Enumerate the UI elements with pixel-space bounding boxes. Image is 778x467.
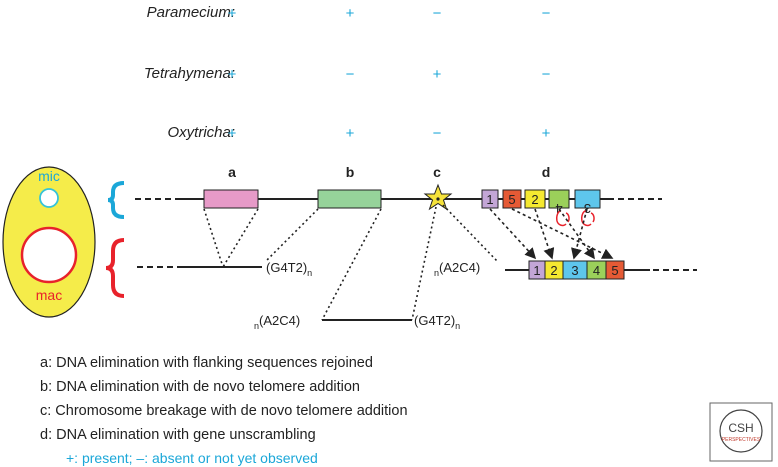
column-label-d: d — [542, 164, 551, 180]
mic-label: mic — [38, 168, 60, 184]
mic-segment-3-inverted — [574, 189, 601, 209]
mic-segment-4-inverted — [548, 189, 570, 209]
legend-item-b: b: DNA elimination with de novo telomere… — [40, 379, 360, 395]
mac-segment-1-label: 1 — [533, 263, 540, 278]
telomere-label-b: (G4T2)n — [266, 260, 312, 278]
column-labels: a b c d — [228, 164, 550, 180]
logo-circle — [719, 409, 763, 453]
eliminated-segment-b — [317, 189, 382, 209]
species-label-oxytricha: Oxytricha: — [167, 124, 235, 141]
mark-oxytricha-d: + — [542, 125, 551, 142]
logo-main-text: CSH — [728, 421, 753, 435]
ciliate-cell: mic mac — [2, 166, 96, 318]
macronucleus — [20, 226, 78, 284]
mark-paramecium-c: − — [433, 5, 442, 22]
species-table: Paramecium: + + − − Tetrahymena: + − + −… — [144, 4, 551, 142]
mic-bracket — [107, 181, 125, 219]
species-label-tetrahymena: Tetrahymena: — [144, 65, 235, 82]
mac-unscrambled-segments: 1 2 3 4 5 — [528, 260, 625, 280]
telomere-label-b-fragment: n(A2C4) — [254, 313, 300, 331]
telomere-label-c-right: n(A2C4) — [434, 260, 480, 278]
species-label-paramecium: Paramecium: — [147, 4, 235, 21]
inversion-loops — [556, 210, 595, 227]
unscrambling-arrows — [489, 208, 614, 260]
mac-segment-5-label: 5 — [611, 263, 618, 278]
eliminated-segment-a — [203, 189, 259, 209]
breakage-point — [436, 197, 440, 201]
csh-perspectives-logo: CSH PERSPECTIVES — [709, 402, 773, 462]
mic-segment-5 — [502, 189, 522, 209]
mark-tetrahymena-c: + — [433, 66, 442, 83]
mic-segment-4-label: 4 — [555, 201, 562, 216]
legend-item-c: c: Chromosome breakage with de novo telo… — [40, 403, 408, 419]
mic-segment-5-label: 5 — [508, 192, 515, 207]
mark-tetrahymena-a: + — [228, 66, 237, 83]
column-label-b: b — [346, 164, 355, 180]
mark-paramecium-b: + — [346, 5, 355, 22]
legend-item-a: a: DNA elimination with flanking sequenc… — [40, 355, 373, 371]
logo-sub-text: PERSPECTIVES — [722, 437, 761, 443]
mic-scrambled-segments: 1 5 2 4 3 — [481, 189, 601, 216]
mark-paramecium-d: − — [542, 5, 551, 22]
mark-oxytricha-c: − — [433, 125, 442, 142]
legend-key: +: present; –: absent or not yet observe… — [66, 450, 318, 466]
mic-segment-2 — [524, 189, 546, 209]
mac-label: mac — [36, 287, 62, 303]
micronucleus — [39, 188, 59, 208]
mark-oxytricha-b: + — [346, 125, 355, 142]
mark-tetrahymena-b: − — [346, 66, 355, 83]
mic-segment-3-label: 3 — [584, 201, 591, 216]
mic-segment-1 — [481, 189, 499, 209]
mark-paramecium-a: + — [228, 5, 237, 22]
mic-segment-1-label: 1 — [486, 192, 493, 207]
column-label-a: a — [228, 164, 236, 180]
mark-tetrahymena-d: − — [542, 66, 551, 83]
legend-item-d: d: DNA elimination with gene unscramblin… — [40, 427, 316, 443]
rearrangement-connectors — [203, 204, 499, 321]
telomere-label-c-fragment: (G4T2)n — [414, 313, 460, 331]
legend: a: DNA elimination with flanking sequenc… — [40, 355, 408, 466]
mark-oxytricha-a: + — [228, 125, 237, 142]
chromosome-breakage-site-star — [423, 183, 453, 211]
column-label-c: c — [433, 164, 441, 180]
mac-segment-3-label: 3 — [571, 263, 578, 278]
mac-segment-2-label: 2 — [550, 263, 557, 278]
mac-segment-4-label: 4 — [593, 263, 600, 278]
mac-segment-5 — [605, 260, 625, 280]
mac-bracket — [105, 238, 125, 298]
mic-segment-2-label: 2 — [531, 192, 538, 207]
